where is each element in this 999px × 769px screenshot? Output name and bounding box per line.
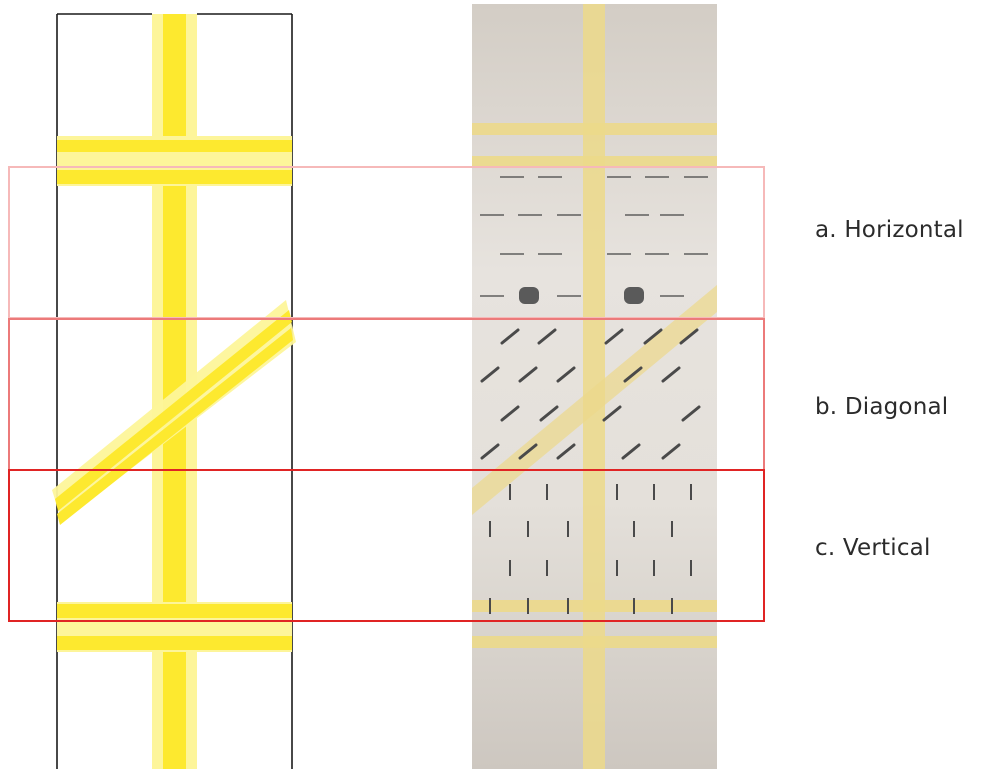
bottom-horizontal-tape-upper [57,604,292,618]
schematic-drawing [52,14,296,769]
top-horizontal-tape-upper [57,140,292,152]
photo-bottom-tape-upper [472,600,717,612]
photo-top-tape-upper [472,123,717,135]
label-vertical: c. Vertical [815,535,931,561]
label-diagonal: b. Diagonal [815,394,948,420]
photo-bottom-tape-lower [472,636,717,648]
photo-panel [472,4,717,769]
top-horizontal-tape-lower [57,170,292,184]
bottom-horizontal-tape-lower [57,636,292,650]
label-horizontal: a. Horizontal [815,217,964,243]
